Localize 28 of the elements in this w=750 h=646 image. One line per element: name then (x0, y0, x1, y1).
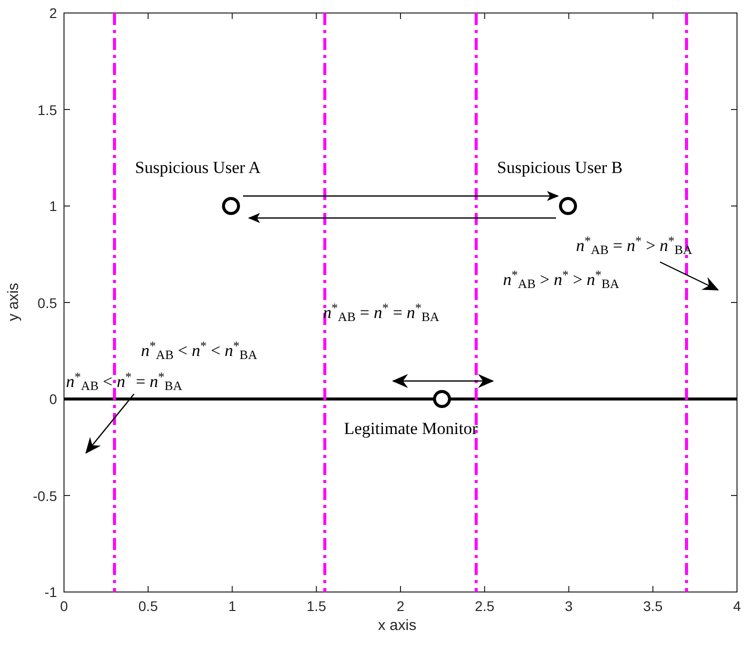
tick-label: 2 (48, 5, 57, 21)
arrow (248, 213, 556, 223)
tick-label: -0.5 (32, 488, 57, 504)
tick-label: 1.5 (306, 598, 328, 614)
tick-label: 1 (227, 598, 238, 614)
tick-label: 2.5 (474, 598, 496, 614)
tick-label: 4 (732, 598, 742, 614)
arrow (660, 261, 719, 291)
node-caption: Suspicious User A (135, 157, 261, 179)
tick-label: 1 (48, 198, 57, 214)
arrow (243, 191, 559, 201)
node-caption: Legitimate Monitor (344, 418, 478, 440)
tick-label: 3 (564, 598, 574, 614)
tick-label: 2 (396, 598, 406, 614)
point-marker (559, 197, 577, 215)
tick-label: 1.5 (36, 102, 57, 118)
tick-label: 0.5 (137, 598, 159, 614)
tick-label: 3.5 (642, 598, 664, 614)
tick-label: -1 (44, 584, 57, 600)
point-marker (433, 390, 451, 408)
tick-label: 0.5 (36, 294, 57, 310)
tick-label: 0 (48, 391, 57, 407)
tick-label: 0 (59, 598, 69, 614)
axis-title: y axis (5, 282, 24, 322)
node-caption: Suspicious User B (497, 157, 623, 179)
arrow (85, 394, 134, 454)
point-marker (222, 197, 240, 215)
axis-title: x axis (378, 617, 416, 635)
